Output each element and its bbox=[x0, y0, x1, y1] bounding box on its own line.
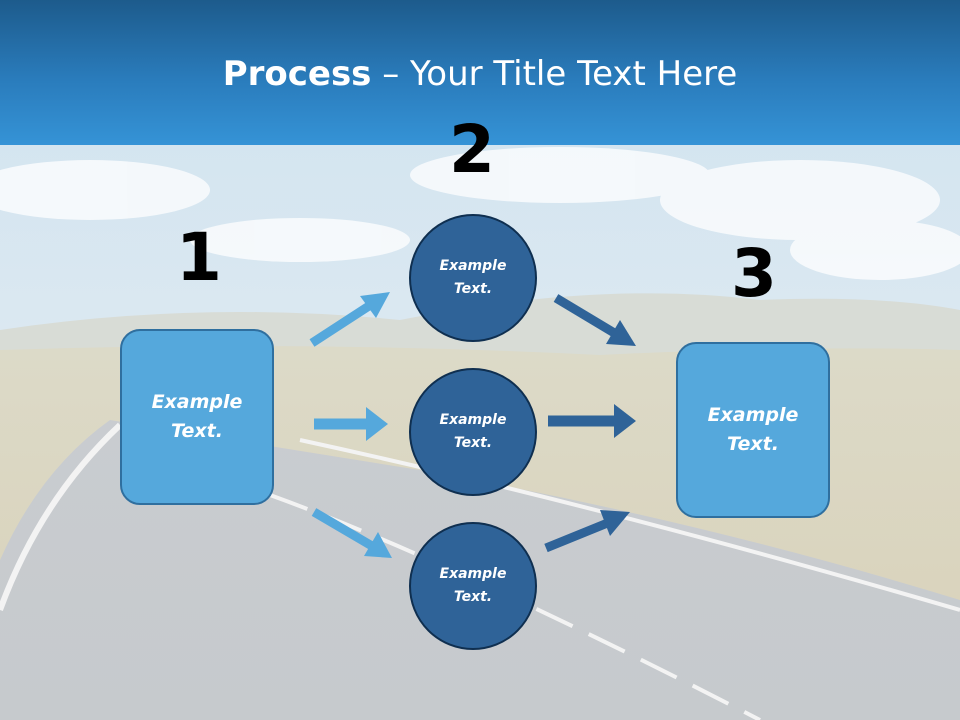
circle-middle-label: Example Text. bbox=[439, 412, 507, 451]
slide-title: Process – Your Title Text Here bbox=[0, 52, 960, 96]
step-3-label: Example Text. bbox=[707, 404, 799, 455]
step-1-box[interactable]: Example Text. bbox=[120, 329, 274, 505]
title-rest: – Your Title Text Here bbox=[371, 54, 738, 94]
arrow-middle-to-3 bbox=[548, 404, 636, 438]
arrow-top-to-3 bbox=[553, 294, 636, 346]
circle-bottom-label: Example Text. bbox=[439, 566, 507, 605]
arrow-1-to-bottom bbox=[311, 508, 392, 558]
step-1-label: Example Text. bbox=[151, 391, 243, 442]
arrow-bottom-to-3 bbox=[544, 510, 630, 553]
step-number-3: 3 bbox=[731, 235, 777, 312]
step-3-box[interactable]: Example Text. bbox=[676, 342, 830, 518]
arrow-1-to-middle bbox=[314, 407, 388, 441]
circle-middle[interactable]: Example Text. bbox=[409, 368, 537, 496]
step-number-2: 2 bbox=[449, 111, 495, 188]
title-bold: Process bbox=[222, 54, 372, 94]
circle-top[interactable]: Example Text. bbox=[409, 214, 537, 342]
circle-top-label: Example Text. bbox=[439, 258, 507, 297]
step-number-1: 1 bbox=[176, 219, 222, 296]
title-bar bbox=[0, 0, 960, 145]
circle-bottom[interactable]: Example Text. bbox=[409, 522, 537, 650]
arrow-1-to-top bbox=[309, 292, 390, 347]
